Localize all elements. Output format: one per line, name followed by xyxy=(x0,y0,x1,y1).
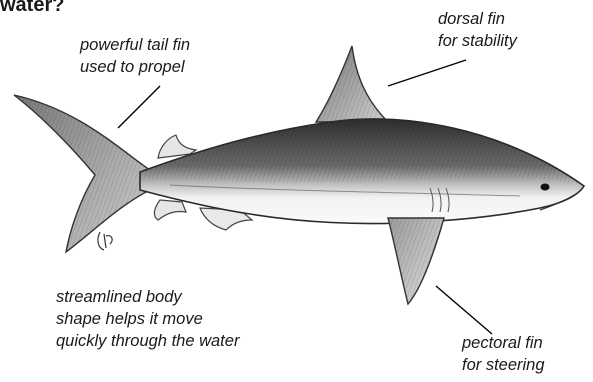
dorsal-leader-line xyxy=(388,60,466,86)
pectoral-leader-line xyxy=(436,286,492,334)
body-shape-label-line-2: shape helps it move xyxy=(56,308,239,330)
anal-fin xyxy=(154,200,186,220)
artist-signature xyxy=(98,232,112,250)
pectoral-fin-label: pectoral fin for steering xyxy=(462,332,545,376)
tail-leader-line xyxy=(118,86,160,128)
body-shape-label-line-3: quickly through the water xyxy=(56,330,239,352)
pectoral-fin-label-line-2: for steering xyxy=(462,354,545,376)
dorsal-fin-label-line-2: for stability xyxy=(438,30,517,52)
pectoral-fin-label-line-1: pectoral fin xyxy=(462,332,545,354)
pectoral-fin xyxy=(388,218,444,304)
tail-fin-label: powerful tail fin used to propel xyxy=(80,34,190,78)
dorsal-fin-label: dorsal fin for stability xyxy=(438,8,517,52)
tail-fin xyxy=(14,95,150,252)
tail-fin-label-line-2: used to propel xyxy=(80,56,190,78)
body-shape-label: streamlined body shape helps it move qui… xyxy=(56,286,239,352)
dorsal-fin-label-line-1: dorsal fin xyxy=(438,8,517,30)
dorsal-fin xyxy=(316,46,388,122)
shark-eye xyxy=(541,184,550,191)
body-shape-label-line-1: streamlined body xyxy=(56,286,239,308)
tail-fin-label-line-1: powerful tail fin xyxy=(80,34,190,56)
